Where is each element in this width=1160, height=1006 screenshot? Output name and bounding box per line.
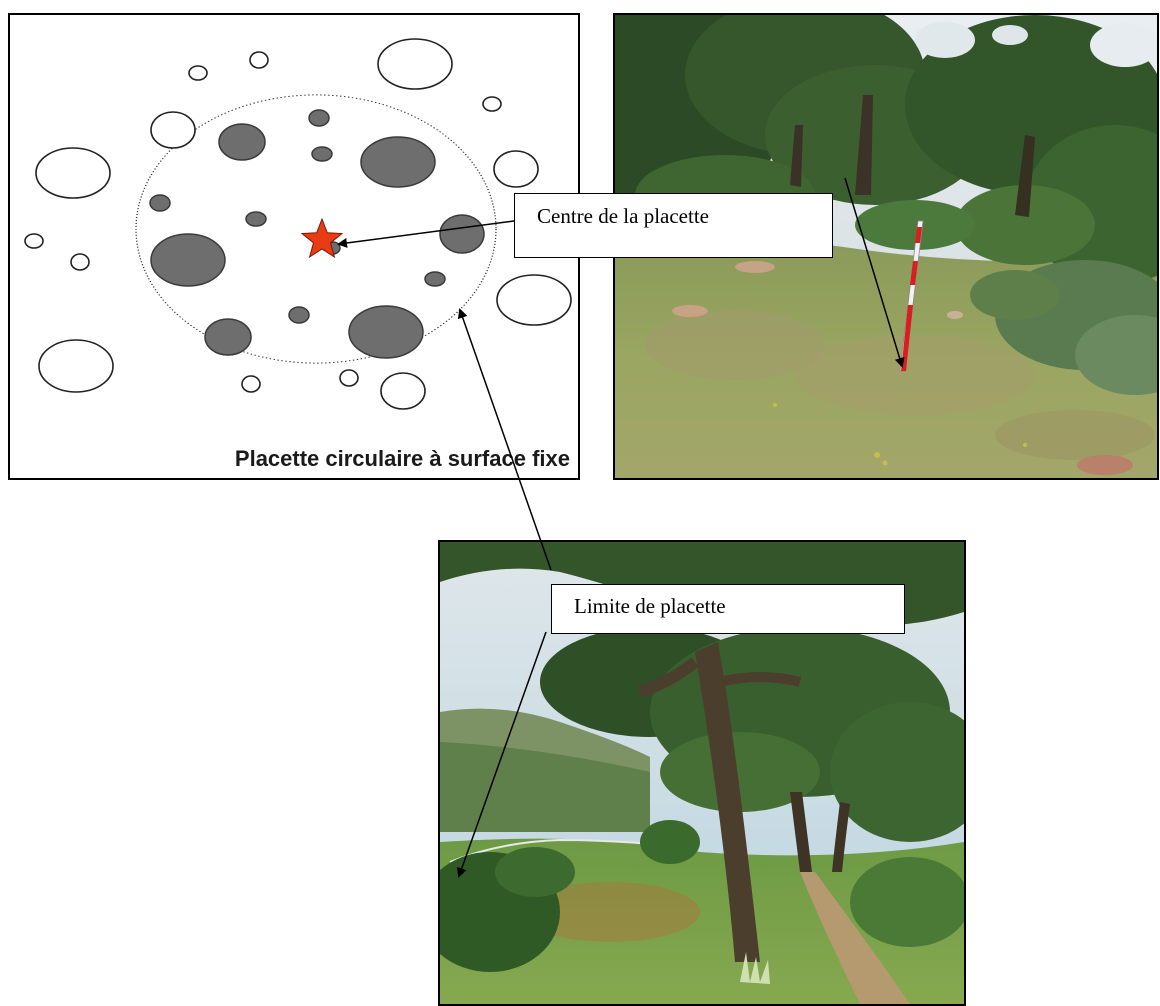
tree-inside (348, 305, 424, 359)
survey-pole (899, 220, 924, 372)
tree-outside (339, 369, 359, 387)
tree-outside (380, 372, 426, 410)
photo-plot-centre-svg (615, 15, 1157, 478)
tree-inside (311, 146, 333, 162)
star-icon (300, 217, 344, 259)
tree-inside (204, 318, 252, 356)
trees-outside-plot (24, 38, 572, 410)
tree-inside (424, 271, 446, 287)
callout-limite-label: Limite de placette (551, 584, 905, 634)
tree-inside (360, 136, 436, 188)
tree-outside (241, 375, 261, 393)
plot-diagram: Placette circulaire à surface fixe (8, 13, 580, 480)
tree-outside (38, 339, 114, 393)
tree-outside (70, 253, 90, 271)
tree-inside (218, 123, 266, 161)
tree-outside (24, 233, 44, 249)
tree-outside (482, 96, 502, 112)
tree-outside (188, 65, 208, 81)
plot-diagram-svg (24, 38, 572, 410)
tree-outside (150, 111, 196, 149)
tree-outside (496, 274, 572, 326)
tree-outside (377, 38, 453, 90)
tree-inside (439, 214, 485, 254)
tree-inside (308, 109, 330, 127)
callout-centre-label: Centre de la placette (514, 193, 833, 258)
tree-inside (150, 233, 226, 287)
tree-outside (249, 51, 269, 69)
tree-inside (149, 194, 171, 212)
tree-outside (493, 150, 539, 188)
photo-plot-centre (613, 13, 1159, 480)
tree-inside (245, 211, 267, 227)
tree-outside (35, 147, 111, 199)
diagram-caption: Placette circulaire à surface fixe (234, 446, 570, 471)
tree-inside (288, 306, 310, 324)
